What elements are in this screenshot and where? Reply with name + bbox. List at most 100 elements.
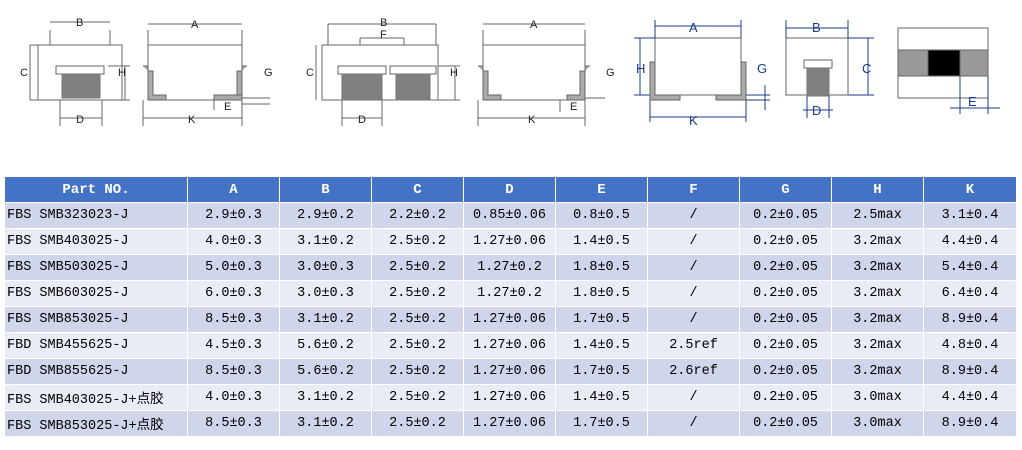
cell-part-no: FBS SMB603025-J	[4, 280, 188, 307]
cell-e: 1.8±0.5	[555, 254, 648, 281]
cell-c: 2.5±0.2	[371, 384, 464, 411]
cell-c: 2.5±0.2	[371, 280, 464, 307]
cell-a: 8.5±0.3	[187, 306, 280, 333]
fig1-label-c: C	[20, 67, 28, 79]
fig3-label-c: C	[862, 61, 871, 76]
cell-h: 3.2max	[831, 280, 924, 307]
cell-f: /	[647, 280, 740, 307]
fig3-label-k: K	[689, 113, 698, 128]
cell-h: 3.0max	[831, 410, 924, 437]
fig1-label-g: G	[264, 67, 273, 79]
cell-part-no: FBS SMB403025-J+点胶	[4, 384, 188, 411]
cell-b: 3.1±0.2	[279, 410, 372, 437]
fig3-label-b: B	[812, 20, 821, 35]
header-d: D	[463, 176, 556, 203]
cell-b: 5.6±0.2	[279, 332, 372, 359]
cell-d: 0.85±0.06	[463, 202, 556, 229]
cell-a: 4.0±0.3	[187, 384, 280, 411]
cell-h: 2.5max	[831, 202, 924, 229]
fig2-label-f: F	[380, 29, 387, 41]
cell-a: 4.5±0.3	[187, 332, 280, 359]
cell-part-no: FBD SMB455625-J	[4, 332, 188, 359]
cell-c: 2.5±0.2	[371, 228, 464, 255]
cell-c: 2.5±0.2	[371, 306, 464, 333]
cell-k: 5.4±0.4	[923, 254, 1017, 281]
cell-k: 8.9±0.4	[923, 410, 1017, 437]
table-header-row: Part NO. A B C D E F G H K	[4, 176, 1017, 203]
cell-b: 3.1±0.2	[279, 384, 372, 411]
fig2-label-g: G	[606, 67, 615, 79]
cell-d: 1.27±0.06	[463, 332, 556, 359]
cell-k: 4.4±0.4	[923, 384, 1017, 411]
fig1-label-e: E	[224, 101, 231, 113]
cell-k: 4.8±0.4	[923, 332, 1017, 359]
cell-h: 3.2max	[831, 358, 924, 385]
cell-part-no: FBD SMB855625-J	[4, 358, 188, 385]
cell-b: 3.1±0.2	[279, 228, 372, 255]
cell-g: 0.2±0.05	[739, 410, 832, 437]
fig2-side-view	[477, 23, 605, 126]
fig1-label-h: H	[118, 67, 126, 79]
fig3-top-view	[897, 27, 1000, 114]
cell-c: 2.5±0.2	[371, 410, 464, 437]
cell-k: 6.4±0.4	[923, 280, 1017, 307]
cell-part-no: FBS SMB503025-J	[4, 254, 188, 281]
fig2-label-d: D	[358, 114, 366, 126]
cell-h: 3.2max	[831, 306, 924, 333]
cell-e: 1.7±0.5	[555, 358, 648, 385]
fig3-label-g: G	[757, 61, 767, 76]
cell-e: 1.7±0.5	[555, 306, 648, 333]
fig2-label-k: K	[528, 114, 536, 126]
fig1-label-b: B	[76, 17, 83, 29]
cell-a: 8.5±0.3	[187, 410, 280, 437]
cell-part-no: FBS SMB853025-J+点胶	[4, 410, 188, 437]
cell-b: 3.0±0.3	[279, 254, 372, 281]
cell-c: 2.5±0.2	[371, 332, 464, 359]
cell-c: 2.5±0.2	[371, 254, 464, 281]
cell-e: 1.4±0.5	[555, 332, 648, 359]
cell-a: 4.0±0.3	[187, 228, 280, 255]
spec-table: Part NO. A B C D E F G H K FBS SMB323023…	[4, 176, 1017, 437]
cell-f: /	[647, 228, 740, 255]
cell-f: /	[647, 306, 740, 333]
cell-k: 8.9±0.4	[923, 358, 1017, 385]
fig3-label-e: E	[968, 94, 977, 109]
fig3-label-d: D	[812, 103, 821, 118]
cell-d: 1.27±0.2	[463, 254, 556, 281]
cell-g: 0.2±0.05	[739, 202, 832, 229]
cell-e: 0.8±0.5	[555, 202, 648, 229]
fig3-label-h: H	[636, 61, 645, 76]
fig1-front-view	[29, 21, 130, 126]
cell-c: 2.5±0.2	[371, 358, 464, 385]
cell-g: 0.2±0.05	[739, 358, 832, 385]
cell-e: 1.4±0.5	[555, 384, 648, 411]
dimension-drawings: B A C H G D E K B F A C H G D E K A H G …	[20, 17, 1000, 128]
cell-f: 2.6ref	[647, 358, 740, 385]
fig2-label-c: C	[306, 67, 314, 79]
cell-h: 3.2max	[831, 332, 924, 359]
header-c: C	[371, 176, 464, 203]
cell-f: 2.5ref	[647, 332, 740, 359]
fig2-label-a: A	[530, 19, 538, 31]
cell-d: 1.27±0.06	[463, 358, 556, 385]
cell-b: 5.6±0.2	[279, 358, 372, 385]
fig1-label-d: D	[76, 114, 84, 126]
cell-a: 6.0±0.3	[187, 280, 280, 307]
cell-e: 1.7±0.5	[555, 410, 648, 437]
cell-b: 3.1±0.2	[279, 306, 372, 333]
cell-g: 0.2±0.05	[739, 280, 832, 307]
fig3-label-a: A	[689, 20, 698, 35]
cell-e: 1.4±0.5	[555, 228, 648, 255]
cell-part-no: FBS SMB323023-J	[4, 202, 188, 229]
cell-part-no: FBS SMB403025-J	[4, 228, 188, 255]
cell-f: /	[647, 384, 740, 411]
cell-h: 3.2max	[831, 228, 924, 255]
header-e: E	[555, 176, 648, 203]
cell-a: 2.9±0.3	[187, 202, 280, 229]
header-h: H	[831, 176, 924, 203]
